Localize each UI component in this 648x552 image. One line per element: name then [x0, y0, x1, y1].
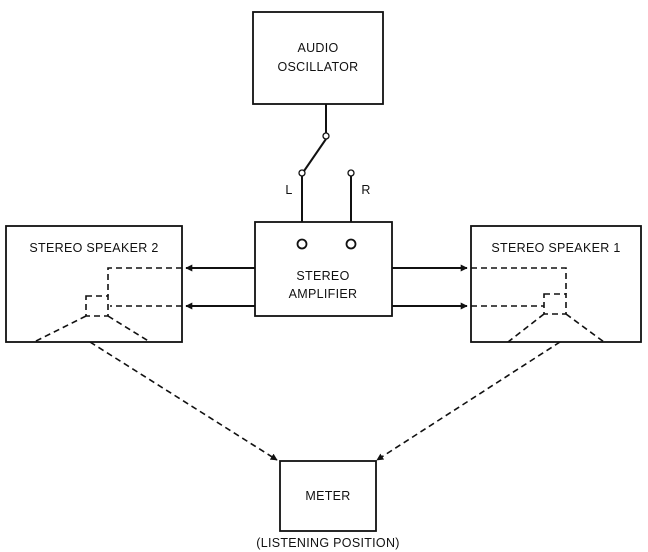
- amp-input-terminal-right: [345, 238, 357, 250]
- amplifier-label-line2: AMPLIFIER: [289, 287, 358, 301]
- amplifier-label-line1: STEREO: [296, 269, 349, 283]
- sound-path-speaker-1-to-meter: [376, 341, 561, 461]
- audio-oscillator-block: AUDIO OSCILLATOR: [252, 11, 384, 105]
- amp-input-terminal-left: [296, 238, 308, 250]
- speaker-2-driver-icon: [85, 295, 109, 317]
- stereo-speaker-1-block: STEREO SPEAKER 1: [470, 225, 642, 343]
- sound-path-speaker-2-to-meter: [89, 341, 278, 461]
- switch-terminal-right: [347, 169, 355, 177]
- switch-label-left: L: [285, 183, 292, 197]
- meter-label: METER: [305, 489, 350, 503]
- speaker-1-driver-icon: [543, 293, 567, 315]
- speaker-2-cone-icon: [33, 315, 151, 343]
- stereo-speaker-2-box: [5, 225, 183, 343]
- meter-caption: (LISTENING POSITION): [256, 536, 400, 550]
- speaker-1-cone-icon: [507, 313, 605, 343]
- switch-pivot-terminal: [322, 132, 330, 140]
- speaker-2-internal-wire-top: [107, 267, 182, 296]
- audio-oscillator-box: [252, 11, 384, 105]
- stereo-amplifier-block: STEREO AMPLIFIER: [254, 221, 393, 317]
- stereo-speaker-2-block: STEREO SPEAKER 2: [5, 225, 183, 343]
- channel-switch: L R: [285, 104, 370, 240]
- oscillator-label-line2: OSCILLATOR: [277, 60, 358, 74]
- stereo-speaker-1-box: [470, 225, 642, 343]
- speaker-1-label: STEREO SPEAKER 1: [491, 241, 620, 255]
- stereo-amplifier-box: [254, 221, 393, 317]
- speaker-1-internal-wire-top: [471, 267, 567, 294]
- switch-terminal-left: [298, 169, 306, 177]
- meter-box: [279, 460, 377, 532]
- switch-blade: [303, 138, 327, 172]
- speaker-2-label: STEREO SPEAKER 2: [29, 241, 158, 255]
- meter-block: METER (LISTENING POSITION): [256, 460, 400, 550]
- switch-label-right: R: [361, 183, 370, 197]
- oscillator-label-line1: AUDIO: [297, 41, 338, 55]
